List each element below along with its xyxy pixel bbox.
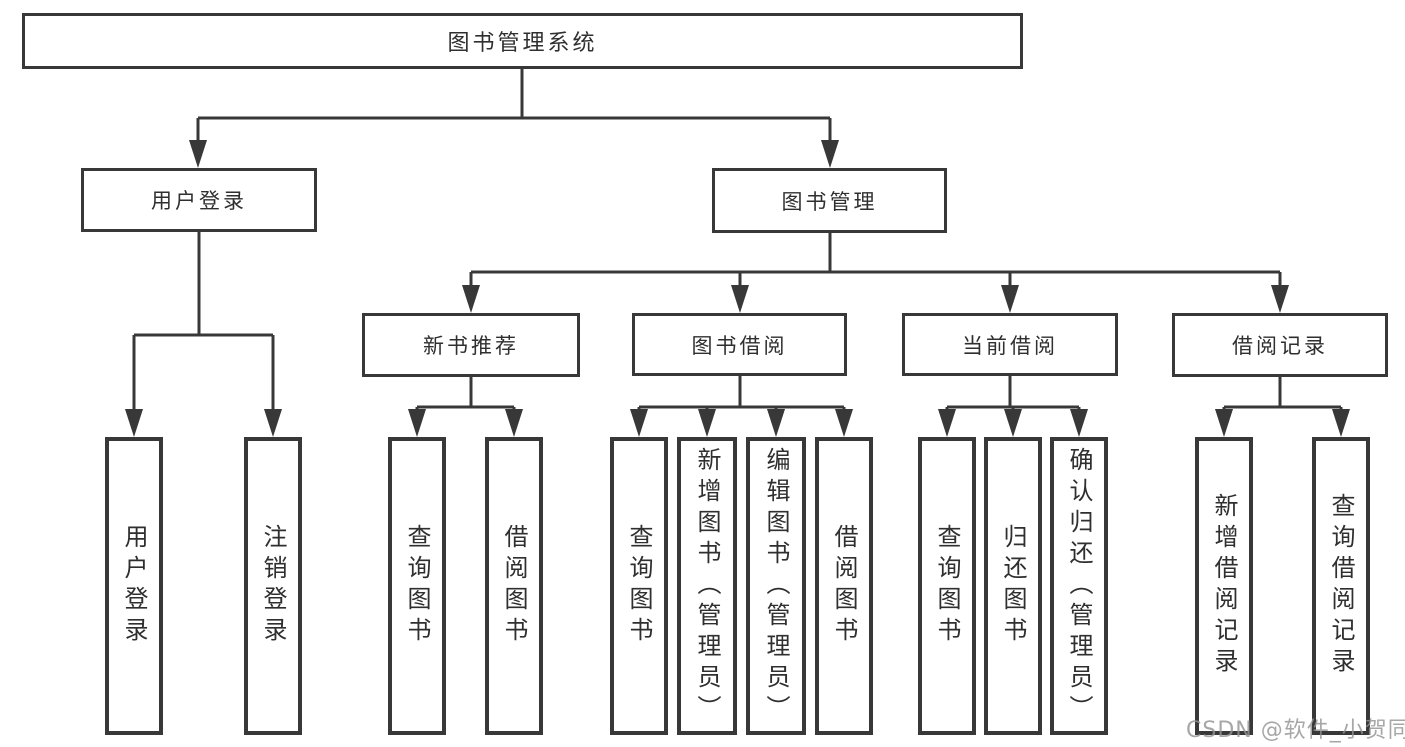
leaf-query-books-recommend: 查询图书	[388, 437, 446, 735]
leaf-add-borrow-record-label: 新增借阅记录	[1210, 493, 1238, 679]
leaf-add-book-admin-label: 新增图书（管理员）	[693, 446, 721, 726]
leaf-user-login: 用户登录	[105, 437, 163, 735]
leaf-return-book-label: 归还图书	[999, 524, 1027, 648]
node-user-login-label: 用户登录	[151, 189, 247, 213]
node-book-management-label: 图书管理	[781, 189, 878, 214]
node-borrow-records: 借阅记录	[1172, 313, 1388, 377]
leaf-edit-book-admin-label: 编辑图书（管理员）	[762, 446, 790, 726]
leaf-query-books-current: 查询图书	[918, 437, 976, 735]
node-new-book-recommend: 新书推荐	[362, 313, 580, 377]
csdn-watermark: CSDN @软件_小贺同学	[1186, 718, 1405, 743]
leaf-user-login-label: 用户登录	[120, 524, 148, 648]
leaf-query-books-current-label: 查询图书	[933, 524, 961, 648]
leaf-borrow-books: 借阅图书	[815, 437, 873, 735]
leaf-borrow-books-recommend-label: 借阅图书	[500, 524, 528, 648]
leaf-query-books-borrow: 查询图书	[610, 437, 668, 735]
leaf-borrow-books-label: 借阅图书	[830, 524, 858, 648]
node-root-system: 图书管理系统	[22, 13, 1023, 69]
arrowhead-icons	[125, 140, 1350, 437]
node-current-borrow-label: 当前借阅	[962, 333, 1058, 358]
node-book-borrow-label: 图书借阅	[691, 333, 788, 358]
leaf-query-borrow-record: 查询借阅记录	[1312, 437, 1370, 735]
node-new-book-recommend-label: 新书推荐	[423, 334, 519, 358]
leaf-confirm-return-admin-label: 确认归还（管理员）	[1065, 446, 1093, 726]
leaf-query-books-recommend-label: 查询图书	[403, 524, 431, 648]
leaf-logout-label: 注销登录	[259, 524, 287, 648]
node-book-borrow: 图书借阅	[632, 313, 847, 376]
leaf-borrow-books-recommend: 借阅图书	[485, 437, 543, 735]
node-borrow-records-label: 借阅记录	[1232, 334, 1328, 358]
leaf-add-borrow-record: 新增借阅记录	[1195, 437, 1253, 735]
leaf-return-book: 归还图书	[984, 437, 1042, 735]
node-current-borrow: 当前借阅	[902, 313, 1118, 376]
leaf-add-book-admin: 新增图书（管理员）	[677, 437, 737, 735]
node-user-login: 用户登录	[81, 168, 317, 232]
leaf-query-books-borrow-label: 查询图书	[625, 524, 653, 648]
leaf-confirm-return-admin: 确认归还（管理员）	[1050, 437, 1108, 735]
leaf-edit-book-admin: 编辑图书（管理员）	[746, 437, 806, 735]
leaf-logout: 注销登录	[244, 437, 302, 735]
node-book-management: 图书管理	[712, 168, 947, 233]
node-root-label: 图书管理系统	[447, 31, 598, 56]
leaf-query-borrow-record-label: 查询借阅记录	[1327, 493, 1355, 679]
